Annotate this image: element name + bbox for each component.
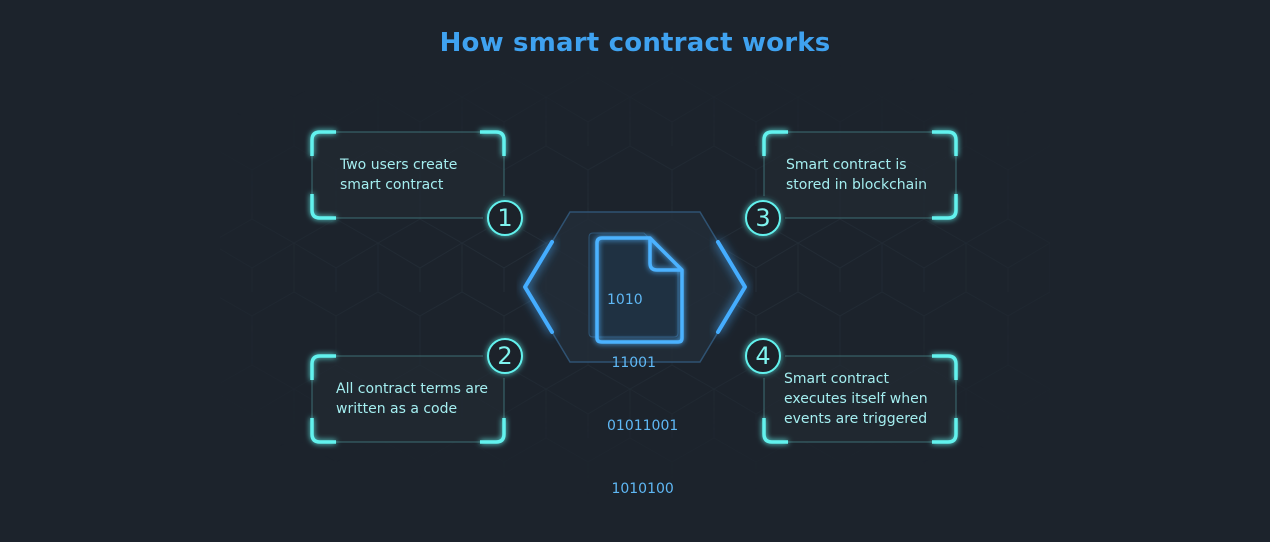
step-4-line-1: Smart contract: [784, 371, 889, 387]
step-1-line-2: smart contract: [340, 177, 444, 193]
binary-line-4: 1010100: [607, 481, 674, 497]
file-code-icon: [588, 232, 684, 344]
step-badge-2: [483, 334, 527, 378]
step-card-4: [762, 354, 958, 444]
step-badge-4: [741, 334, 785, 378]
step-1-text: Two users create smart contract: [340, 155, 457, 195]
diagram-canvas: How smart contract works: [220, 28, 1050, 497]
step-1-line-1: Two users create: [340, 157, 458, 173]
step-4-line-3: events are triggered: [784, 411, 928, 427]
step-4-text: Smart contract executes itself when even…: [784, 369, 928, 429]
step-number-1: 1: [497, 204, 513, 232]
step-card-2: [310, 354, 506, 444]
step-3-line-1: Smart contract is: [786, 157, 907, 173]
step-2-text: All contract terms are written as a code: [336, 379, 488, 419]
step-card-3: [762, 130, 958, 220]
step-number-3: 3: [755, 204, 771, 232]
step-badge-1: [483, 196, 527, 240]
binary-line-1: 1010: [607, 292, 643, 308]
step-number-2: 2: [497, 342, 513, 370]
step-badge-3: [741, 196, 785, 240]
step-3-text: Smart contract is stored in blockchain: [786, 155, 927, 195]
step-3-line-2: stored in blockchain: [786, 177, 928, 193]
step-4-line-2: executes itself when: [784, 391, 928, 407]
binary-line-2: 11001: [607, 355, 656, 371]
step-2-line-1: All contract terms are: [336, 381, 489, 397]
step-card-1: [310, 130, 506, 220]
binary-code-text: 1010 11001 01011001 1010100: [607, 248, 678, 542]
step-number-4: 4: [755, 342, 771, 370]
binary-line-3: 01011001: [607, 418, 679, 434]
diagram-shapes: [310, 130, 958, 444]
diagram-title: How smart contract works: [439, 28, 831, 58]
step-2-line-2: written as a code: [336, 401, 458, 417]
